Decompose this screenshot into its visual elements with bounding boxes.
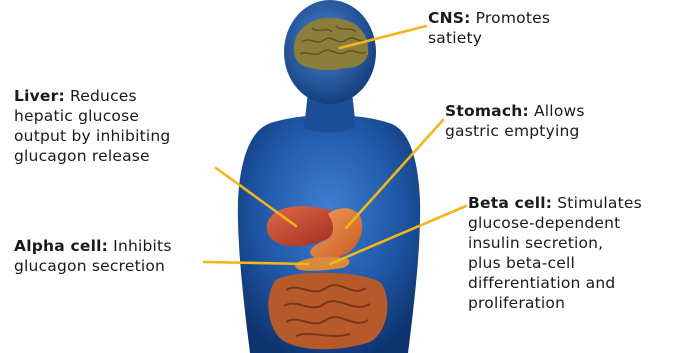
callout-line: Stimulates (557, 194, 642, 212)
callout-line: Reduces (70, 87, 137, 105)
callout-line: Allows (534, 102, 585, 120)
callout-title: Stomach: (445, 102, 529, 120)
callout-line: proliferation (468, 293, 642, 313)
callout-line: satiety (428, 28, 550, 48)
callout-line: differentiation and (468, 273, 642, 293)
callout-title: Beta cell: (468, 194, 552, 212)
callout-title: CNS: (428, 9, 471, 27)
callout-line: output by inhibiting (14, 126, 170, 146)
callout-alpha-cell: Alpha cell: Inhibits glucagon secretion (14, 236, 172, 276)
callout-line: Inhibits (113, 237, 171, 255)
callout-title: Liver: (14, 87, 65, 105)
callout-line: glucose-dependent (468, 213, 642, 233)
callout-line: insulin secretion, (468, 233, 642, 253)
callout-line: glucagon release (14, 146, 170, 166)
callout-title: Alpha cell: (14, 237, 108, 255)
callout-line: hepatic glucose (14, 106, 170, 126)
callout-beta-cell: Beta cell: Stimulates glucose-dependent … (468, 193, 642, 313)
callout-cns: CNS: Promotes satiety (428, 8, 550, 48)
callout-liver: Liver: Reduces hepatic glucose output by… (14, 86, 170, 166)
callout-line: gastric emptying (445, 121, 585, 141)
callout-line: Promotes (476, 9, 550, 27)
intestines-icon (268, 273, 387, 350)
callout-stomach: Stomach: Allows gastric emptying (445, 101, 585, 141)
callout-line: glucagon secretion (14, 256, 172, 276)
callout-line: plus beta-cell (468, 253, 642, 273)
